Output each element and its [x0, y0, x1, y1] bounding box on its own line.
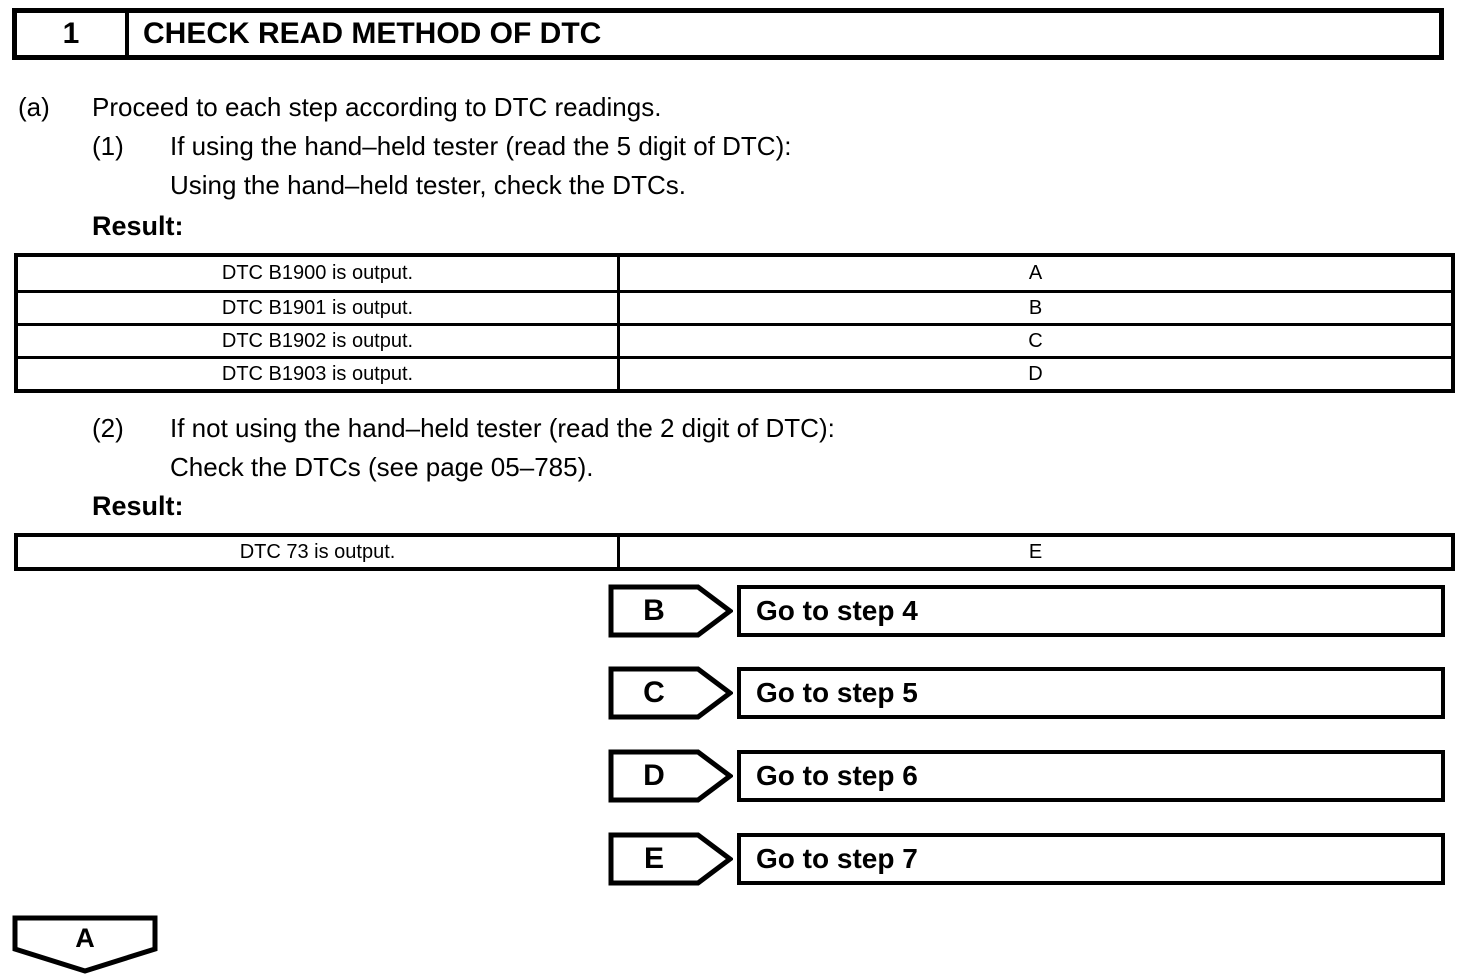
branch-action: Go to step 7: [737, 833, 1445, 885]
branch-action: Go to step 4: [737, 585, 1445, 637]
arrow-pentagon-icon: [608, 832, 733, 886]
result-label-2: Result:: [92, 491, 184, 521]
branch-letter: E: [643, 842, 664, 875]
arrow-pentagon-icon: [608, 666, 733, 720]
condition-cell: DTC B1901 is output.: [18, 293, 620, 323]
branch-d: D Go to step 6: [608, 749, 1445, 803]
condition-cell: DTC B1902 is output.: [18, 326, 620, 356]
branch-c: C Go to step 5: [608, 666, 1445, 720]
result-table-2: DTC 73 is output. E: [14, 533, 1455, 571]
branch-c-badge: C: [608, 666, 733, 720]
result-table-1: DTC B1900 is output. A DTC B1901 is outp…: [14, 253, 1455, 393]
proceed-cell: D: [1028, 362, 1043, 385]
item-2-label: (2): [92, 413, 124, 443]
item-2-text-2: Check the DTCs (see page 05–785).: [170, 452, 594, 482]
page-connector-icon: [12, 915, 158, 974]
connector-letter: A: [75, 923, 95, 953]
table-row: DTC B1900 is output. A: [18, 257, 1451, 290]
step-title: CHECK READ METHOD OF DTC: [143, 17, 602, 50]
item-a-text: Proceed to each step according to DTC re…: [92, 92, 662, 122]
branch-letter: D: [643, 759, 665, 792]
table-row: DTC 73 is output. E: [18, 537, 1451, 567]
table-row: DTC B1901 is output. B: [18, 290, 1451, 323]
result-label-1: Result:: [92, 211, 184, 241]
table-row: DTC B1902 is output. C: [18, 323, 1451, 356]
branch-b: B Go to step 4: [608, 584, 1445, 638]
branch-action: Go to step 5: [737, 667, 1445, 719]
branch-e: E Go to step 7: [608, 832, 1445, 886]
arrow-pentagon-icon: [608, 584, 733, 638]
arrow-pentagon-icon: [608, 749, 733, 803]
item-a-label: (a): [18, 92, 50, 122]
condition-cell: DTC B1903 is output.: [18, 359, 620, 389]
branch-letter: C: [643, 676, 665, 709]
proceed-cell: B: [1028, 296, 1043, 319]
proceed-cell: E: [1028, 540, 1043, 563]
condition-cell: DTC 73 is output.: [18, 537, 620, 567]
branch-letter: B: [643, 594, 665, 627]
branch-d-badge: D: [608, 749, 733, 803]
table-row: DTC B1903 is output. D: [18, 356, 1451, 389]
step-header: 1 CHECK READ METHOD OF DTC: [12, 8, 1444, 60]
item-1-label: (1): [92, 131, 124, 161]
branch-action: Go to step 6: [737, 750, 1445, 802]
item-1-text-2: Using the hand–held tester, check the DT…: [170, 170, 686, 200]
branch-e-badge: E: [608, 832, 733, 886]
condition-cell: DTC B1900 is output.: [18, 257, 620, 290]
item-1-text: If using the hand–held tester (read the …: [170, 131, 792, 161]
branch-b-badge: B: [608, 584, 733, 638]
item-2-text: If not using the hand–held tester (read …: [170, 413, 835, 443]
connector-a: A: [12, 914, 162, 976]
step-number: 1: [17, 13, 129, 55]
proceed-cell: C: [1028, 329, 1043, 352]
proceed-cell: A: [1028, 262, 1043, 284]
